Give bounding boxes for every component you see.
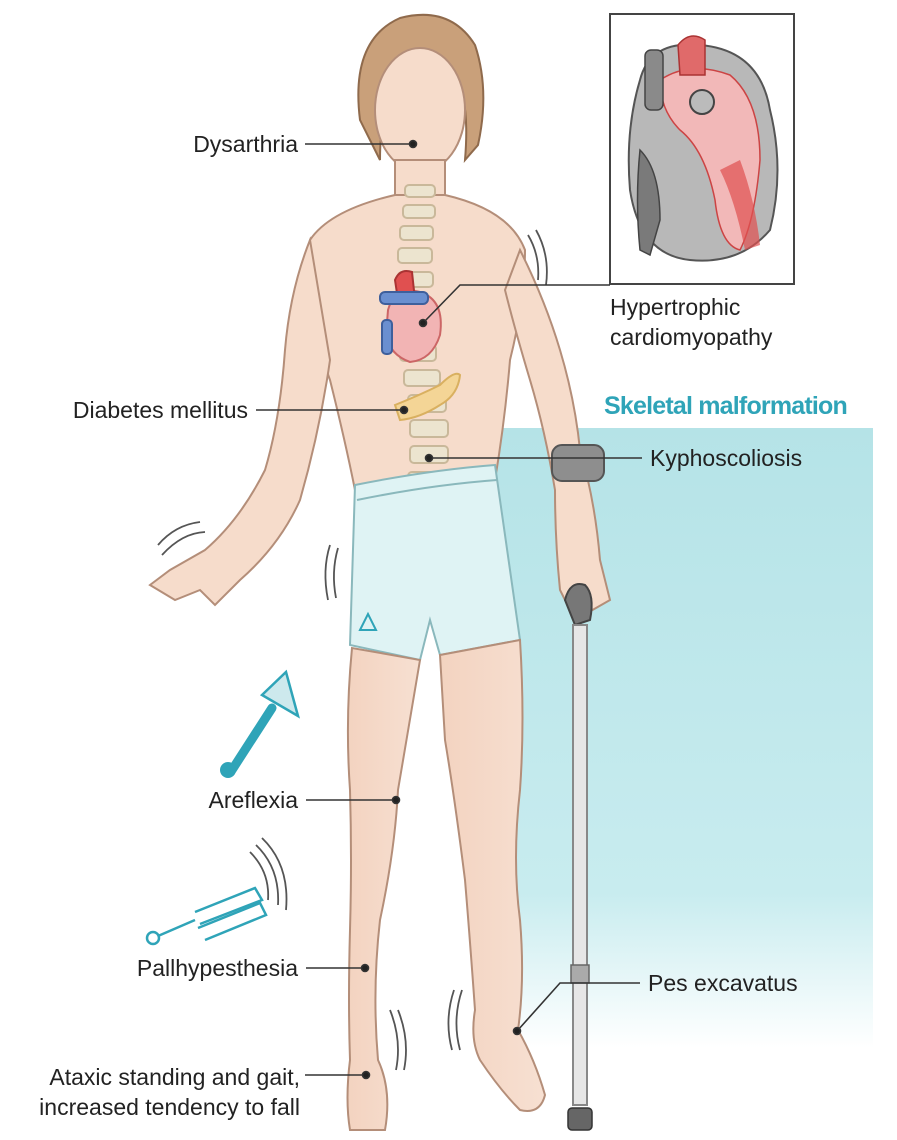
label-pallhypesthesia: Pallhypesthesia: [100, 953, 298, 983]
label-hcm: Hypertrophic cardiomyopathy: [610, 292, 772, 352]
tuning-fork-icon: [147, 888, 266, 944]
heart-inset: [610, 14, 794, 284]
label-kyphoscoliosis: Kyphoscoliosis: [650, 443, 802, 473]
label-ataxic-line1: Ataxic standing and gait,: [10, 1062, 300, 1092]
label-pes-excavatus: Pes excavatus: [648, 968, 798, 998]
label-ataxic-line2: increased tendency to fall: [10, 1092, 300, 1122]
skeletal-panel: [485, 428, 873, 1048]
reflex-hammer-icon: [220, 672, 298, 778]
label-hcm-line2: cardiomyopathy: [610, 322, 772, 352]
label-dysarthria: Dysarthria: [150, 129, 298, 159]
label-diabetes: Diabetes mellitus: [30, 395, 248, 425]
label-areflexia: Areflexia: [150, 785, 298, 815]
label-hcm-line1: Hypertrophic: [610, 292, 772, 322]
skeletal-malformation-title: Skeletal malformation: [604, 392, 847, 421]
label-ataxic: Ataxic standing and gait, increased tend…: [10, 1062, 300, 1122]
